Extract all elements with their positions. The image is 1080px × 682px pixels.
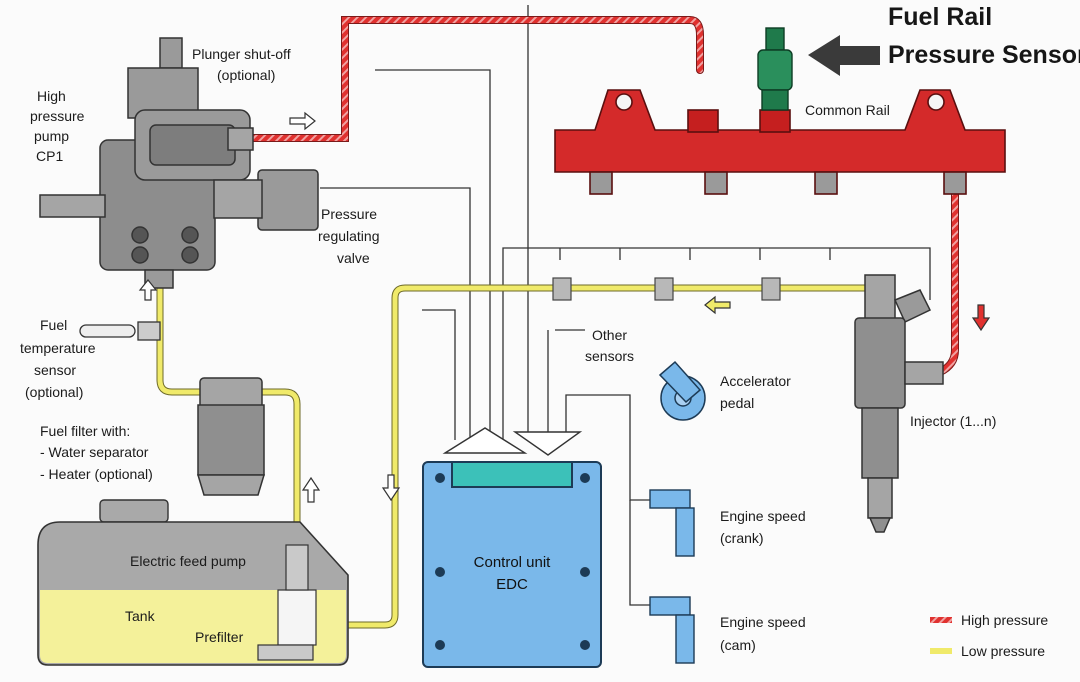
other-sensors-label-1: Other xyxy=(592,327,627,343)
low-pressure-lines xyxy=(156,281,874,629)
legend-high-pressure-label: High pressure xyxy=(961,612,1048,628)
common-rail-label: Common Rail xyxy=(805,102,890,118)
rail-pressure-sensor xyxy=(757,27,793,111)
edc-input-arrows xyxy=(442,427,583,456)
prv-label-2: regulating xyxy=(318,228,380,244)
tank-label: Tank xyxy=(125,608,156,624)
pump-label-3: pump xyxy=(34,128,69,144)
plunger-label-1: Plunger shut-off xyxy=(192,46,291,62)
control-unit-label-1: Control unit xyxy=(474,554,552,571)
title-line2: Pressure Sensor xyxy=(888,41,1080,69)
high-pressure-pump xyxy=(39,37,319,289)
pump-label-4: CP1 xyxy=(36,148,63,164)
fuel-filter xyxy=(196,377,266,496)
title-line1: Fuel Rail xyxy=(888,3,992,31)
filter-label-3: - Heater (optional) xyxy=(40,466,153,482)
control-unit-edc xyxy=(422,461,602,668)
accelerator-label-1: Accelerator xyxy=(720,373,791,389)
engine-crank-label-1: Engine speed xyxy=(720,508,806,524)
feed-pump-label: Electric feed pump xyxy=(130,553,246,569)
common-rail-body xyxy=(554,89,1006,195)
flow-arrow-icon xyxy=(138,111,991,503)
prefilter-label: Prefilter xyxy=(195,629,244,645)
engine-cam-label-1: Engine speed xyxy=(720,614,806,630)
fuel-temp-label-3: sensor xyxy=(34,362,76,378)
accelerator-label-2: pedal xyxy=(720,395,754,411)
filter-label-2: - Water separator xyxy=(40,444,149,460)
plunger-label-2: (optional) xyxy=(217,67,275,83)
fuel-temp-label-2: temperature xyxy=(20,340,96,356)
pump-label-2: pressure xyxy=(30,108,85,124)
prv-label-3: valve xyxy=(337,250,370,266)
prv-label-1: Pressure xyxy=(321,206,377,222)
engine-crank-label-2: (crank) xyxy=(720,530,764,546)
legend xyxy=(930,617,952,654)
arrow-left-icon xyxy=(808,35,880,76)
signal-wires xyxy=(320,5,931,606)
fuel-temperature-sensor xyxy=(79,321,161,341)
high-pressure-lines xyxy=(246,16,959,376)
accelerator-pedal-sensor xyxy=(658,360,706,421)
pump-label-1: High xyxy=(37,88,66,104)
injector-label: Injector (1...n) xyxy=(910,413,996,429)
fuel-temp-label-1: Fuel xyxy=(40,317,67,333)
fuel-temp-label-4: (optional) xyxy=(25,384,83,400)
control-unit-label-2: EDC xyxy=(496,576,528,593)
injector xyxy=(854,274,944,533)
legend-low-pressure-label: Low pressure xyxy=(961,643,1045,659)
fuel-tank xyxy=(37,499,349,666)
engine-cam-label-2: (cam) xyxy=(720,637,756,653)
return-line-clips xyxy=(552,277,781,301)
other-sensors-label-2: sensors xyxy=(585,348,634,364)
filter-label-1: Fuel filter with: xyxy=(40,423,130,439)
engine-speed-cam-sensor xyxy=(649,596,695,664)
engine-speed-crank-sensor xyxy=(649,489,695,557)
